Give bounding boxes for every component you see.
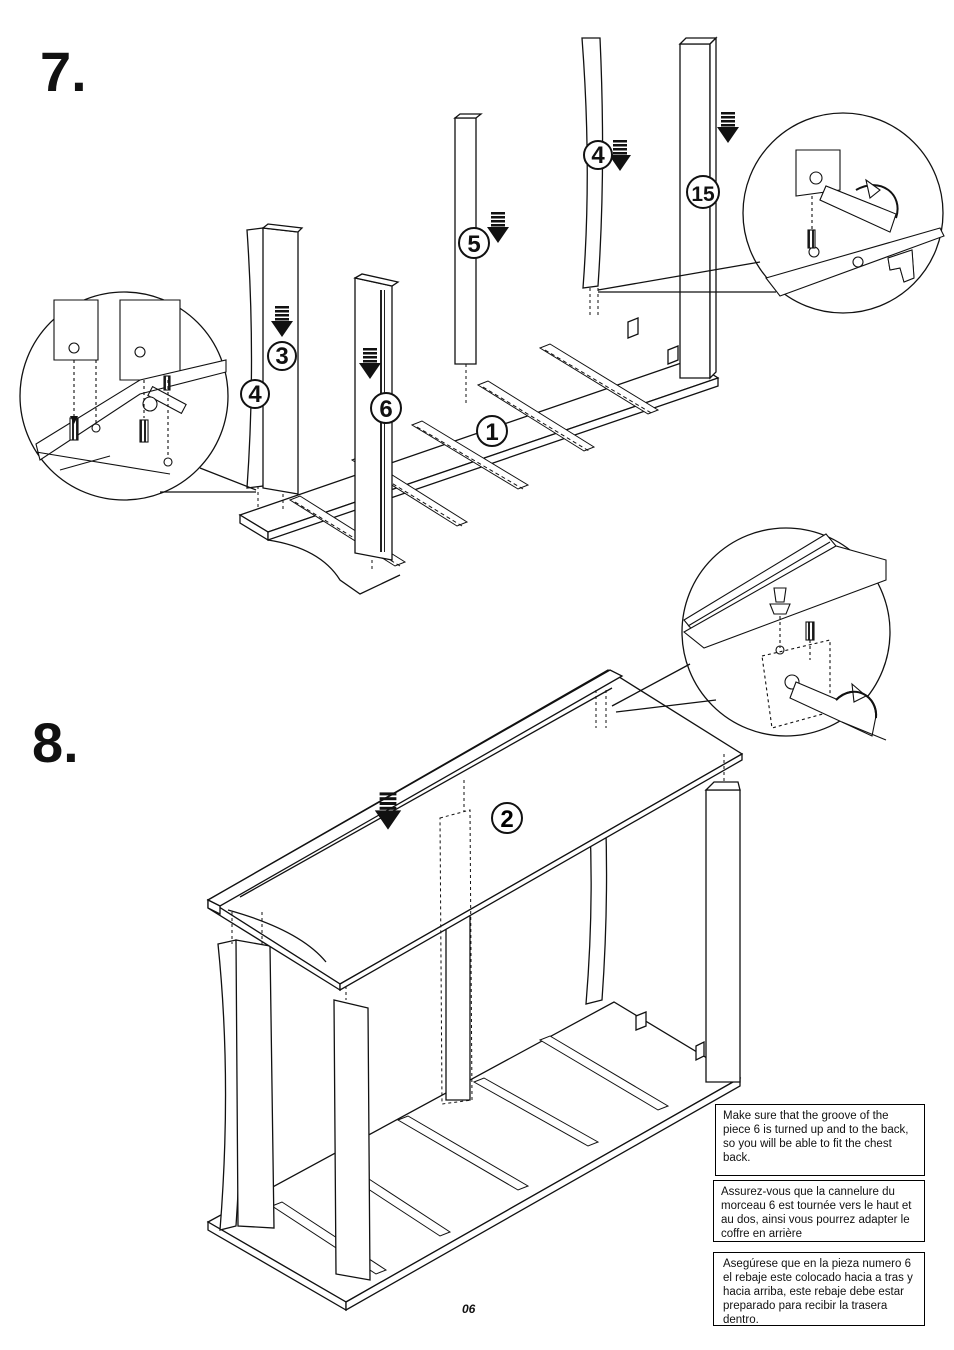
leg-15 bbox=[679, 43, 711, 379]
top-panel bbox=[206, 669, 744, 985]
part-label-3: 3 bbox=[275, 343, 288, 370]
part-label-5: 5 bbox=[467, 231, 480, 258]
step-8-number: 8. bbox=[32, 711, 79, 774]
note-spanish: Asegúrese que en la pieza numero 6 el re… bbox=[713, 1252, 925, 1326]
page-number: 06 bbox=[462, 1302, 476, 1316]
drawer-runners bbox=[288, 343, 660, 567]
screwdriver-icon bbox=[819, 185, 897, 233]
note-french: Assurez-vous que la cannelure du morceau… bbox=[713, 1180, 925, 1242]
step-8-drawing bbox=[206, 669, 744, 1312]
rotation-arrow-icon bbox=[835, 690, 878, 719]
down-arrow-icon bbox=[717, 112, 739, 143]
note-english: Make sure that the groove of the piece 6… bbox=[715, 1104, 925, 1176]
part-label-4-right: 4 bbox=[591, 142, 605, 169]
detail-circle-left bbox=[19, 291, 257, 501]
screw-icon bbox=[70, 416, 78, 424]
part-label-6: 6 bbox=[379, 396, 392, 423]
step-7-number: 7. bbox=[40, 40, 87, 103]
detail-circle-step-8 bbox=[611, 527, 891, 741]
down-arrow-icon bbox=[487, 212, 509, 243]
part-label-1: 1 bbox=[485, 419, 498, 446]
part-label-2: 2 bbox=[500, 806, 513, 833]
dowel-icon bbox=[139, 419, 149, 443]
step-7-drawing bbox=[238, 36, 720, 595]
part-label-15: 15 bbox=[691, 183, 715, 206]
bracket-icon bbox=[887, 249, 915, 283]
part-label-4-left: 4 bbox=[248, 381, 262, 408]
